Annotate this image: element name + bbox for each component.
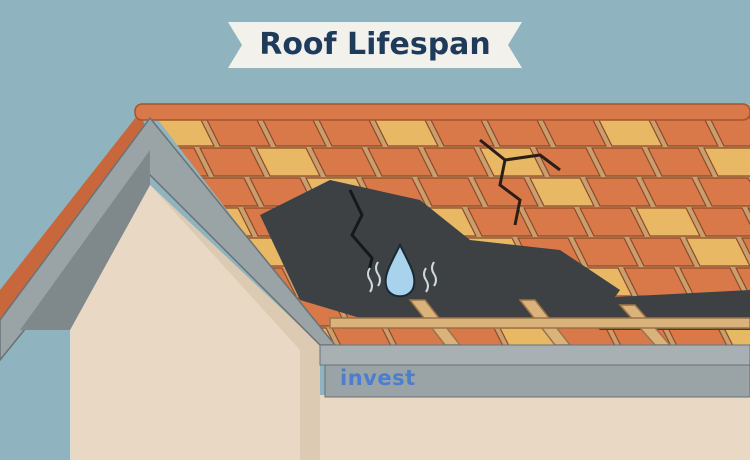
fascia [324, 364, 750, 398]
roof-tile [697, 177, 750, 207]
title-banner: Roof Lifespan [228, 22, 522, 68]
wall-shadow [150, 185, 320, 460]
left-roof-tiles [0, 112, 150, 320]
ridge-cap [134, 103, 750, 121]
roof-tile [691, 207, 750, 237]
roof-tile [685, 237, 750, 267]
roof-tile [647, 147, 713, 177]
invest-logo: invest [340, 366, 416, 390]
page-title: Roof Lifespan [259, 27, 491, 62]
exposed-underlayment [260, 180, 620, 318]
gutter [319, 344, 750, 366]
roof-tile [703, 147, 750, 177]
roof-tile [535, 147, 601, 177]
roof-tile [591, 147, 657, 177]
house-wall [70, 185, 750, 460]
roof-tile [641, 177, 707, 207]
roof-tile [423, 147, 489, 177]
roof-tile [723, 327, 750, 345]
roof-tile [635, 207, 701, 237]
roof-tile [473, 177, 539, 207]
roof-tile [479, 147, 545, 177]
crack-underlayment [348, 189, 374, 276]
roof-tile [38, 118, 102, 146]
roof-tile [585, 177, 651, 207]
roof-tile [529, 177, 595, 207]
roof-tile [311, 147, 377, 177]
roof-tile [199, 147, 265, 177]
roof-tile [417, 177, 483, 207]
crack-tile [479, 138, 561, 226]
roof-tile [523, 207, 589, 237]
roof-tile [735, 267, 750, 297]
roof-tile [629, 237, 695, 267]
rafters [329, 299, 750, 345]
roof-tile [579, 207, 645, 237]
moisture-lines-icon [367, 261, 437, 293]
water-drop-icon [384, 242, 416, 298]
roof-tile [367, 147, 433, 177]
roof-tile [573, 237, 639, 267]
roof-tile [255, 147, 321, 177]
gable-inner [20, 150, 150, 330]
